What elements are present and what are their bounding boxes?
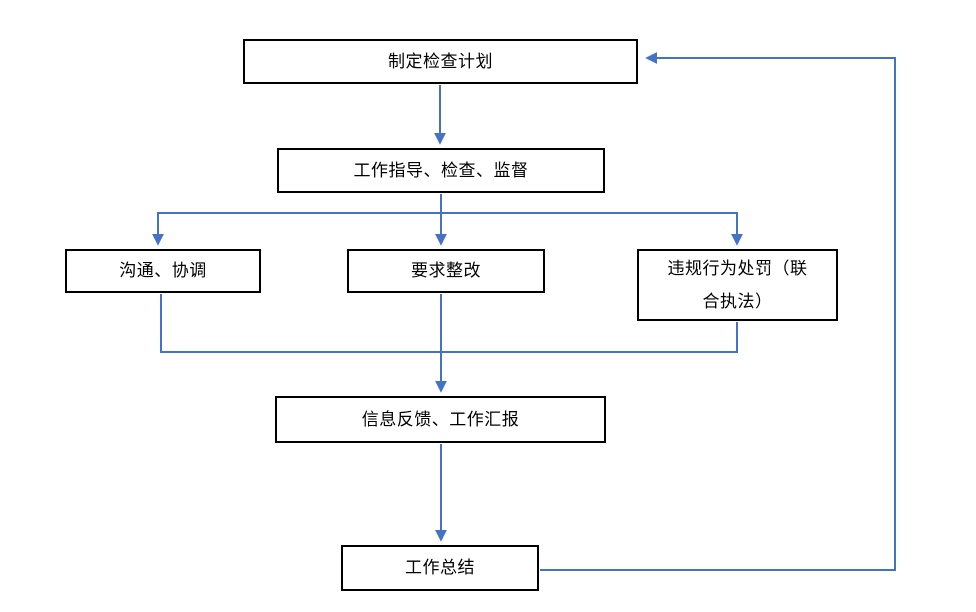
flow-node-guide: 工作指导、检查、监督 [277,148,605,193]
flow-node-summary-label: 工作总结 [405,558,475,578]
flow-node-feedback-label: 信息反馈、工作汇报 [361,409,520,429]
flow-node-guide-label: 工作指导、检查、监督 [353,160,529,180]
flow-node-feedback: 信息反馈、工作汇报 [275,396,606,443]
flow-node-punish: 违规行为处罚（联合执法） [637,249,838,321]
edge-guide-communicate [152,212,441,246]
flow-node-rectify-label: 要求整改 [411,261,481,281]
flow-node-communicate-label: 沟通、协调 [119,261,207,281]
flow-node-plan-label: 制定检查计划 [388,51,493,71]
edge-summary-plan-loop [540,52,896,571]
edge-collector-line [160,294,738,353]
flow-node-rectify: 要求整改 [347,249,545,293]
flow-node-communicate: 沟通、协调 [65,249,261,293]
flow-node-plan: 制定检查计划 [243,39,638,84]
flow-node-punish-label: 违规行为处罚（联合执法） [667,259,808,311]
flow-node-summary: 工作总结 [341,545,539,591]
edge-guide-punish [441,212,743,246]
